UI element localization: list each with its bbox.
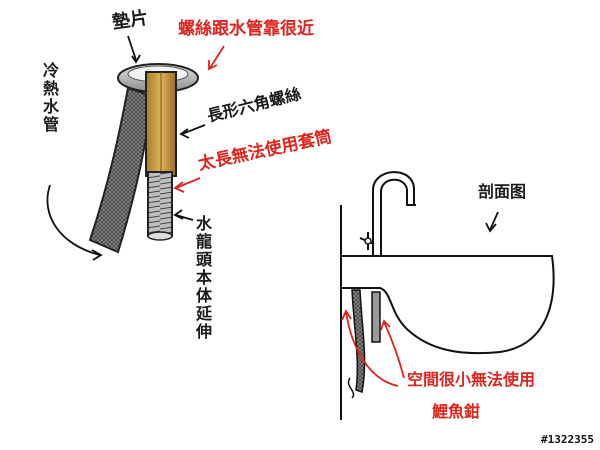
arrow-space-small-b <box>345 311 399 387</box>
underside-rod <box>371 291 381 343</box>
label-space-small-line1: 空間很小無法使用 <box>407 370 536 389</box>
arrow-section-view <box>489 211 499 231</box>
arrow-hose <box>46 184 101 256</box>
faucet <box>372 171 415 256</box>
arrow-gasket <box>127 35 137 61</box>
watermark-id: #1322355 <box>541 433 594 446</box>
arrow-space-small-a <box>383 321 405 379</box>
label-hot-cold-hose: 冷熱水管 <box>40 62 59 134</box>
arrow-faucet-ext <box>175 214 194 221</box>
arrow-hex-screw <box>181 124 206 135</box>
arrow-too-long <box>175 177 201 189</box>
label-section-view: 剖面图 <box>478 182 527 201</box>
cross-section-sketch <box>340 171 555 420</box>
label-faucet-extension: 水龍頭本体延伸 <box>193 215 212 341</box>
closeup-illustration <box>46 35 225 261</box>
label-screw-close-to-pipe: 螺絲跟水管靠很近 <box>178 19 314 39</box>
underside-hose <box>351 289 366 393</box>
arrow-screw-close <box>209 45 225 69</box>
braided-hose <box>88 86 154 254</box>
label-gasket: 墊片 <box>110 7 150 34</box>
threaded-rod <box>147 171 173 237</box>
label-space-small-line2: 鯉魚鉗 <box>432 402 481 421</box>
basin <box>341 255 555 355</box>
